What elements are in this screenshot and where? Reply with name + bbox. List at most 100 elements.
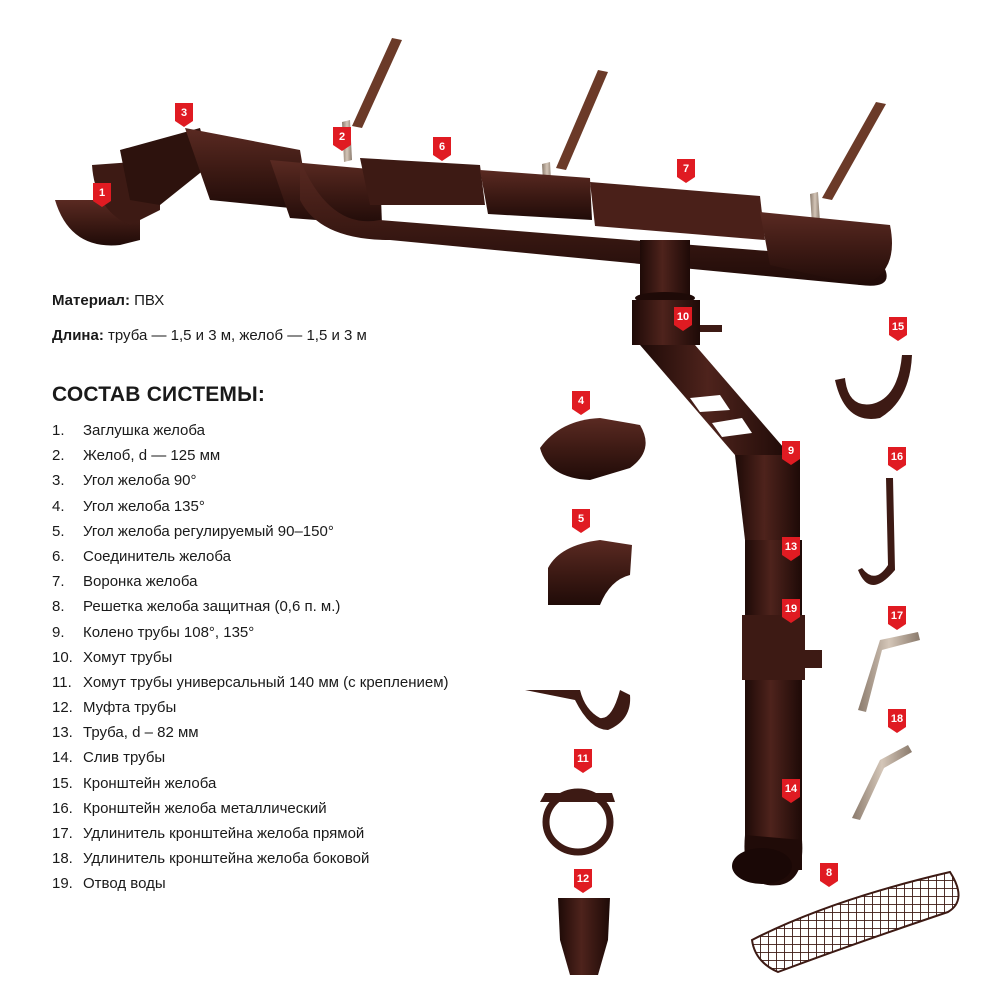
badge-13: 13 — [782, 537, 800, 561]
list-item: 12. Муфта трубы — [52, 699, 452, 717]
badge-16: 16 — [888, 447, 906, 471]
list-item: 4. Угол желоба 135° — [52, 498, 452, 516]
badge-label: 7 — [683, 163, 689, 175]
badge-label: 18 — [891, 713, 903, 725]
list-item: 14. Слив трубы — [52, 749, 452, 767]
list-item-text: Колено трубы 108°, 135° — [83, 623, 255, 641]
badge-label: 1 — [99, 187, 105, 199]
list-item-number: 17. — [52, 825, 73, 842]
part-bracket-extension-straight — [858, 632, 920, 712]
list-item: 2.Желоб, d — 125 мм — [52, 447, 452, 465]
list-item-number: 13. — [52, 724, 73, 742]
list-item-text: Угол желоба 90° — [83, 472, 197, 490]
badge-label: 6 — [439, 141, 445, 153]
list-item: 18. Удлинитель кронштейна желоба боковой — [52, 850, 452, 868]
list-item: 5.Угол желоба регулируемый 90–150° — [52, 523, 452, 541]
part-gutter-bracket — [835, 355, 912, 419]
badge-label: 17 — [891, 610, 903, 622]
downpipe-assembly — [632, 240, 822, 886]
list-item-number: 12. — [52, 699, 73, 717]
part-bracket-extension-side — [852, 745, 912, 820]
list-item-text: Слив трубы — [83, 749, 166, 767]
list-item: 3. Угол желоба 90° — [52, 472, 452, 490]
badge-3: 3 — [175, 103, 193, 127]
length-value: труба — 1,5 и 3 м, желоб — 1,5 и 3 м — [108, 327, 367, 344]
list-item-number: 1. — [52, 422, 65, 439]
list-item: 13. Труба, d – 82 мм — [52, 724, 452, 742]
badge-15: 15 — [889, 317, 907, 341]
badge-label: 8 — [826, 867, 832, 879]
badge-label: 9 — [788, 445, 794, 457]
list-item-text: Отвод воды — [83, 875, 166, 893]
list-item-text: Удлинитель кронштейна желоба прямой — [83, 825, 365, 842]
list-item: 17. Удлинитель кронштейна желоба прямой — [52, 825, 452, 843]
list-item-number: 11. — [52, 673, 72, 691]
badge-8: 8 — [820, 863, 838, 887]
badge-2: 2 — [333, 127, 351, 151]
list-item-text: Воронка желоба — [83, 573, 198, 591]
material-label: Материал: — [52, 292, 130, 309]
list-item-text: Кронштейн желоба металлический — [83, 799, 327, 817]
badge-label: 5 — [578, 513, 584, 525]
parts-list: 1. Заглушка желоба 2.Желоб, d — 125 мм 3. Уг… — [52, 422, 452, 901]
list-item: 11. Хомут трубы универсальный 140 мм (с к… — [52, 674, 452, 692]
list-item-number: 2. — [52, 447, 65, 465]
badge-18: 18 — [888, 709, 906, 733]
list-item-text: Соединитель желоба — [83, 547, 231, 565]
list-item: 9. Колено трубы 108°, 135° — [52, 624, 452, 642]
badge-11: 11 — [574, 749, 592, 773]
list-item-number: 7. — [52, 573, 65, 591]
list-item-text: Решетка желоба защитная (0,6 п. м.) — [83, 598, 341, 616]
list-item: 8.Решетка желоба защитная (0,6 п. м.) — [52, 598, 452, 616]
list-item-number: 9. — [52, 623, 65, 641]
list-item-text: Муфта трубы — [83, 699, 177, 717]
badge-label: 4 — [578, 395, 585, 407]
badge-9: 9 — [782, 441, 800, 465]
badge-6: 6 — [433, 137, 451, 161]
badge-label: 16 — [891, 451, 903, 463]
length-label: Длина: — [52, 327, 104, 344]
list-item: 1. Заглушка желоба — [52, 422, 452, 440]
part-universal-clamp — [540, 788, 615, 856]
badge-label: 3 — [181, 107, 187, 119]
list-item-number: 6. — [52, 547, 65, 565]
badge-label: 14 — [785, 783, 798, 795]
badge-14: 14 — [782, 779, 800, 803]
part-gutter-mesh — [750, 870, 960, 974]
badge-7: 7 — [677, 159, 695, 183]
badge-17: 17 — [888, 606, 906, 630]
badge-4: 4 — [572, 391, 590, 415]
list-item: 15.Кронштейн желоба — [52, 775, 452, 793]
badge-5: 5 — [572, 509, 590, 533]
length-line: Длина: труба — 1,5 и 3 м, желоб — 1,5 и … — [52, 327, 367, 344]
badge-label: 11 — [577, 753, 589, 765]
list-item-text: Удлинитель кронштейна желоба боковой — [83, 850, 370, 868]
list-item: 19. Отвод воды — [52, 875, 452, 893]
list-item-number: 10. — [52, 648, 73, 666]
gutter-main-section — [300, 158, 892, 286]
list-item-text: Заглушка желоба — [83, 422, 205, 439]
list-item: 16. Кронштейн желоба металлический — [52, 800, 452, 818]
material-value: ПВХ — [134, 292, 165, 309]
list-item-number: 14. — [52, 749, 73, 767]
badge-label: 15 — [892, 321, 904, 333]
list-item-text: Хомут трубы универсальный 140 мм (с креп… — [83, 673, 449, 691]
list-item-text: Хомут трубы — [83, 648, 173, 666]
list-item-number: 19. — [52, 875, 73, 893]
part-gutter-corner-135 — [540, 418, 646, 480]
badge-label: 10 — [677, 311, 689, 323]
list-item-number: 4. — [52, 497, 65, 515]
material-line: Материал: ПВХ — [52, 292, 164, 309]
list-item-text: Угол желоба 135° — [83, 497, 205, 515]
system-title: СОСТАВ СИСТЕМЫ: — [52, 383, 266, 406]
list-item-number: 18. — [52, 850, 73, 868]
list-item-number: 15. — [52, 774, 73, 792]
part-pipe-clamp — [525, 690, 631, 730]
badge-label: 19 — [785, 603, 797, 615]
part-pipe-coupling — [558, 898, 610, 975]
list-item-number: 16. — [52, 799, 73, 817]
badge-19: 19 — [782, 599, 800, 623]
list-item-number: 3. — [52, 472, 65, 490]
list-item-text: Труба, d – 82 мм — [83, 724, 199, 742]
